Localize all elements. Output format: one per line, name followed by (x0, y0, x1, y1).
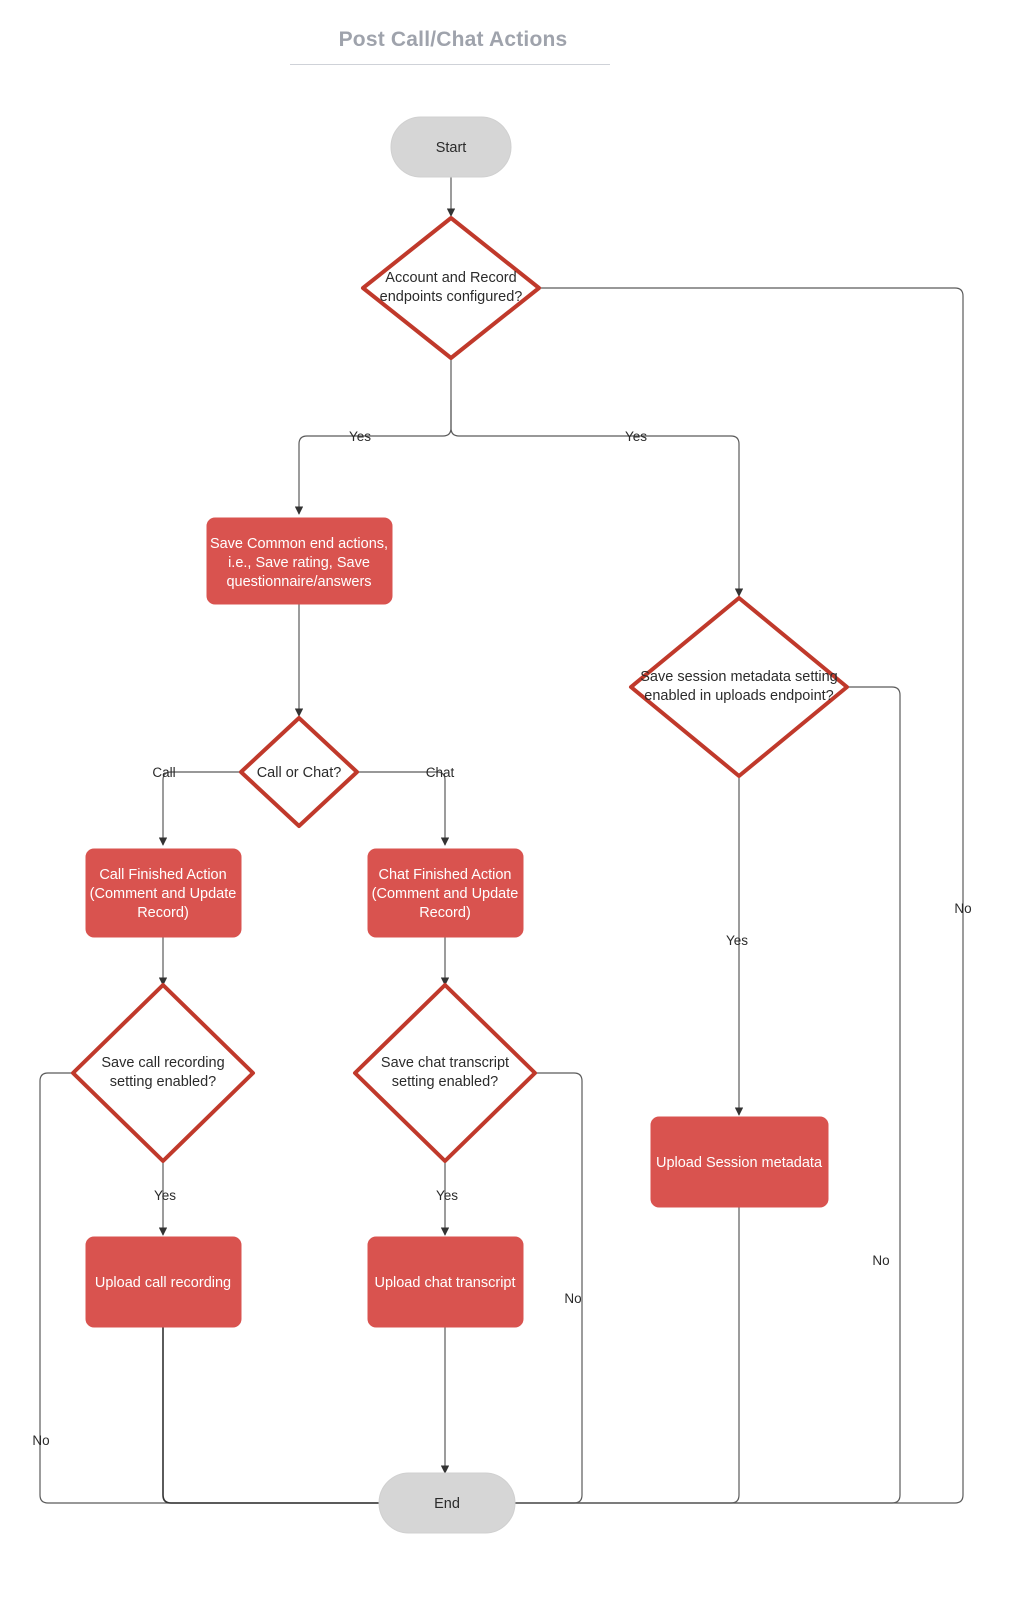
process-save-common-line1: Save Common end actions, (210, 536, 388, 552)
process-upload-call-recording-label: Upload call recording (95, 1275, 231, 1291)
process-call-finished-line3: Record) (137, 905, 189, 921)
decision-save-session-metadata-shape (629, 596, 849, 778)
decision-save-call-recording-shape (71, 983, 255, 1163)
decision-save-session-metadata-line2: enabled in uploads endpoint? (644, 688, 833, 704)
node-process-upload-chat-transcript[interactable]: Upload chat transcript (367, 1236, 524, 1328)
decision-save-chat-transcript-line2: setting enabled? (392, 1074, 498, 1090)
node-process-call-finished[interactable]: Call Finished Action (Comment and Update… (85, 848, 242, 938)
start-label: Start (436, 140, 467, 156)
edge-label-no-sessionmeta: No (872, 1253, 889, 1268)
edge-label-yes-callrec: Yes (154, 1188, 176, 1203)
decision-endpoints-shape (361, 216, 541, 360)
edge-label-call: Call (152, 765, 175, 780)
edge-label-chat: Chat (426, 765, 455, 780)
decision-save-call-recording-line1: Save call recording (101, 1055, 224, 1071)
edge-callrec-no-end (39, 1072, 398, 1508)
edge-uploadcall-to-end (162, 1327, 399, 1509)
edge-label-yes-left: Yes (349, 429, 371, 444)
decision-call-or-chat-shape (239, 716, 359, 828)
edge-label-yes-chattrans: Yes (436, 1188, 458, 1203)
edge-label-no-chattrans: No (564, 1291, 581, 1306)
node-end[interactable]: End (378, 1472, 516, 1534)
decision-save-chat-transcript-line1: Save chat transcript (381, 1055, 509, 1071)
decision-save-session-metadata-line1: Save session metadata setting (640, 669, 837, 685)
node-decision-endpoints[interactable]: Account and Record endpoints configured? (361, 216, 541, 360)
node-decision-save-session-metadata[interactable]: Save session metadata setting enabled in… (629, 596, 849, 778)
edge-endpoints-yes-common (294, 358, 452, 515)
decision-save-chat-transcript-shape (353, 983, 537, 1163)
edge-endpoints-yes-sessionmeta (450, 400, 744, 597)
edge-label-yes-right: Yes (625, 429, 647, 444)
process-chat-finished-shape (367, 848, 524, 938)
process-upload-session-metadata-shape (650, 1116, 829, 1208)
edge-callchat-call (158, 771, 241, 846)
process-call-finished-shape (85, 848, 242, 938)
process-save-common-line3: questionnaire/answers (226, 574, 371, 590)
title-underline (290, 64, 610, 65)
process-save-common-shape (206, 517, 393, 605)
edge-endpoints-no-end (496, 287, 964, 1508)
process-chat-finished-line2: (Comment and Update (372, 886, 519, 902)
decision-call-or-chat-label: Call or Chat? (257, 765, 342, 781)
edge-label-no-callrec: No (32, 1433, 49, 1448)
edge-label-no-endpoints: No (954, 901, 971, 916)
edge-uploadmeta-to-end (496, 1207, 740, 1508)
process-save-common-line2: i.e., Save rating, Save (228, 555, 370, 571)
process-upload-chat-transcript-label: Upload chat transcript (374, 1275, 515, 1291)
end-shape (378, 1472, 516, 1534)
node-decision-save-call-recording[interactable]: Save call recording setting enabled? (71, 983, 255, 1163)
process-chat-finished-line3: Record) (419, 905, 471, 921)
page-title: Post Call/Chat Actions (338, 28, 568, 51)
node-process-upload-call-recording[interactable]: Upload call recording (85, 1236, 242, 1328)
process-upload-chat-transcript-shape (367, 1236, 524, 1328)
start-shape (390, 116, 512, 178)
process-upload-session-metadata-label: Upload Session metadata (656, 1155, 823, 1171)
decision-endpoints-line2: endpoints configured? (380, 289, 523, 305)
process-call-finished-line1: Call Finished Action (99, 867, 226, 883)
edge-sessionmeta-no-end (496, 686, 901, 1508)
end-label: End (434, 1496, 460, 1512)
process-call-finished-line2: (Comment and Update (90, 886, 237, 902)
node-decision-save-chat-transcript[interactable]: Save chat transcript setting enabled? (353, 983, 537, 1163)
node-process-upload-session-metadata[interactable]: Upload Session metadata (650, 1116, 829, 1208)
decision-endpoints-line1: Account and Record (385, 270, 516, 286)
node-start[interactable]: Start (390, 116, 512, 178)
edge-callchat-chat (357, 771, 450, 846)
process-upload-call-recording-shape (85, 1236, 242, 1328)
node-decision-call-or-chat[interactable]: Call or Chat? (239, 716, 359, 828)
node-process-save-common[interactable]: Save Common end actions, i.e., Save rati… (206, 517, 393, 605)
decision-save-call-recording-line2: setting enabled? (110, 1074, 216, 1090)
node-process-chat-finished[interactable]: Chat Finished Action (Comment and Update… (367, 848, 524, 938)
edge-label-yes-sessionmeta: Yes (726, 933, 748, 948)
process-chat-finished-line1: Chat Finished Action (379, 867, 512, 883)
